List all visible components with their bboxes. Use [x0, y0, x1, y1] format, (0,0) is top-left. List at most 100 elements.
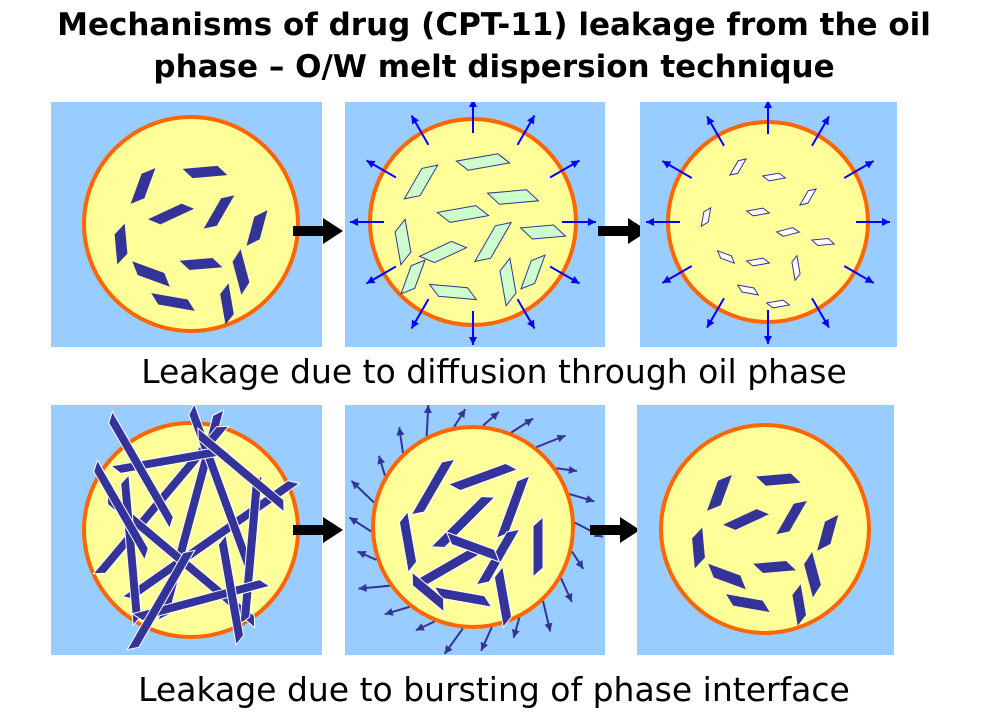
- outward-arrow-icon: [864, 275, 874, 283]
- drug-crystal: [707, 475, 732, 511]
- escaping-drug-arrow-icon: [415, 623, 425, 631]
- drug-crystal: [179, 258, 223, 270]
- right-arrow-icon: [590, 517, 640, 543]
- outward-arrow-icon: [821, 116, 829, 126]
- right-arrow-icon: [293, 517, 343, 543]
- escaping-drug-arrow-icon: [423, 405, 432, 414]
- outward-arrow-icon: [707, 318, 715, 328]
- drug-crystal: [753, 561, 796, 573]
- right-arrow-icon: [598, 218, 648, 244]
- dissolving-crystal: [473, 221, 513, 263]
- drug-crystal: [410, 458, 456, 516]
- panel-depleted-droplet: [640, 102, 897, 347]
- drug-crystal: [692, 527, 705, 569]
- shrunken-crystal: [745, 207, 771, 217]
- shrunken-crystal: [736, 284, 760, 296]
- escaping-drug-arrow-icon: [457, 409, 466, 419]
- drug-crystal: [220, 283, 234, 325]
- escaping-drug-arrow-icon: [384, 608, 394, 616]
- drug-crystal: [495, 474, 531, 540]
- oil-droplet: [666, 120, 870, 324]
- oversized-crystal: [93, 458, 149, 562]
- panel-intact-droplet: [51, 102, 322, 347]
- drug-crystal: [447, 462, 519, 492]
- panel-oversized-crystals: [51, 405, 322, 655]
- shrunken-crystal: [810, 237, 836, 247]
- dissolving-crystal: [499, 257, 517, 307]
- escaping-drug-arrow-icon: [377, 455, 386, 465]
- dissolving-crystal: [455, 153, 511, 171]
- oversized-crystal: [217, 533, 245, 647]
- right-arrow-icon: [293, 218, 343, 244]
- shrunken-crystal: [700, 206, 712, 228]
- outward-arrow-icon: [821, 318, 829, 328]
- dissolving-crystal: [428, 283, 478, 301]
- escaping-drug-arrow-icon: [556, 434, 566, 443]
- outward-arrow-icon: [469, 337, 477, 345]
- shrunken-crystal: [791, 254, 801, 282]
- dissolving-crystal: [520, 254, 546, 290]
- drug-crystal: [246, 210, 268, 246]
- drug-crystal: [433, 586, 493, 608]
- drug-crystal: [726, 594, 770, 612]
- drug-crystal: [723, 509, 769, 530]
- dissolving-crystal: [418, 240, 468, 264]
- escaping-drug-arrow-icon: [358, 583, 367, 592]
- drug-crystal: [804, 551, 821, 598]
- panel-dissolving-diffusion: [345, 102, 605, 347]
- dissolving-crystal: [519, 224, 567, 240]
- drug-crystal: [132, 261, 170, 287]
- drug-crystal: [151, 293, 195, 311]
- escaping-drug-arrow-icon: [357, 551, 367, 559]
- outward-arrow-icon: [764, 102, 772, 108]
- oversized-crystal: [108, 410, 174, 530]
- outward-arrow-icon: [366, 276, 376, 284]
- title-line-2: phase – O/W melt dispersion technique: [153, 49, 835, 85]
- shrunken-crystal: [775, 227, 801, 237]
- outward-arrow-icon: [882, 218, 890, 226]
- escaping-drug-arrow-icon: [585, 495, 595, 503]
- drug-crystal: [817, 514, 839, 551]
- oil-droplet: [659, 423, 871, 635]
- escaping-drug-arrow-icon: [396, 427, 405, 436]
- shrunken-crystal: [765, 299, 791, 309]
- outward-arrow-icon: [411, 115, 419, 125]
- escaping-drug-arrow-icon: [564, 592, 573, 602]
- figure-title: Mechanisms of drug (CPT-11) leakage from…: [0, 4, 988, 88]
- escaping-drug-arrow-icon: [524, 418, 534, 427]
- drug-crystal: [130, 168, 156, 204]
- drug-crystal: [445, 531, 501, 563]
- dissolving-crystal: [486, 189, 540, 205]
- outward-arrow-icon: [570, 160, 580, 168]
- outward-arrow-icon: [588, 218, 596, 226]
- outward-arrow-icon: [469, 102, 477, 107]
- dissolving-crystal: [394, 218, 412, 266]
- escaping-drug-arrow-icon: [444, 645, 453, 654]
- shrunken-crystal: [761, 172, 787, 182]
- panel-after-burst: [637, 405, 894, 655]
- drug-crystal: [792, 584, 806, 626]
- shrunken-crystal: [798, 188, 818, 206]
- drug-crystal: [755, 473, 801, 486]
- outward-arrow-icon: [411, 319, 419, 329]
- drug-crystal: [114, 223, 128, 265]
- dissolving-crystal: [403, 164, 439, 200]
- drug-crystal: [232, 249, 250, 295]
- caption-bursting: Leakage due to bursting of phase interfa…: [138, 670, 850, 709]
- outward-arrow-icon: [350, 218, 358, 226]
- escaping-drug-arrow-icon: [490, 411, 499, 421]
- escaping-drug-arrow-icon: [575, 559, 584, 569]
- drug-crystal: [708, 563, 746, 590]
- shrunken-crystal: [728, 158, 748, 176]
- drug-crystal: [493, 565, 513, 629]
- outward-arrow-icon: [864, 161, 874, 169]
- drug-crystal: [182, 165, 228, 179]
- shrunken-crystal: [745, 257, 771, 267]
- escaping-drug-arrow-icon: [349, 517, 359, 526]
- oversized-crystal: [197, 426, 285, 514]
- outward-arrow-icon: [527, 319, 535, 329]
- drug-crystal: [411, 570, 445, 614]
- outward-arrow-icon: [366, 160, 376, 168]
- outward-arrow-icon: [707, 116, 715, 126]
- escaping-drug-arrow-icon: [511, 629, 520, 638]
